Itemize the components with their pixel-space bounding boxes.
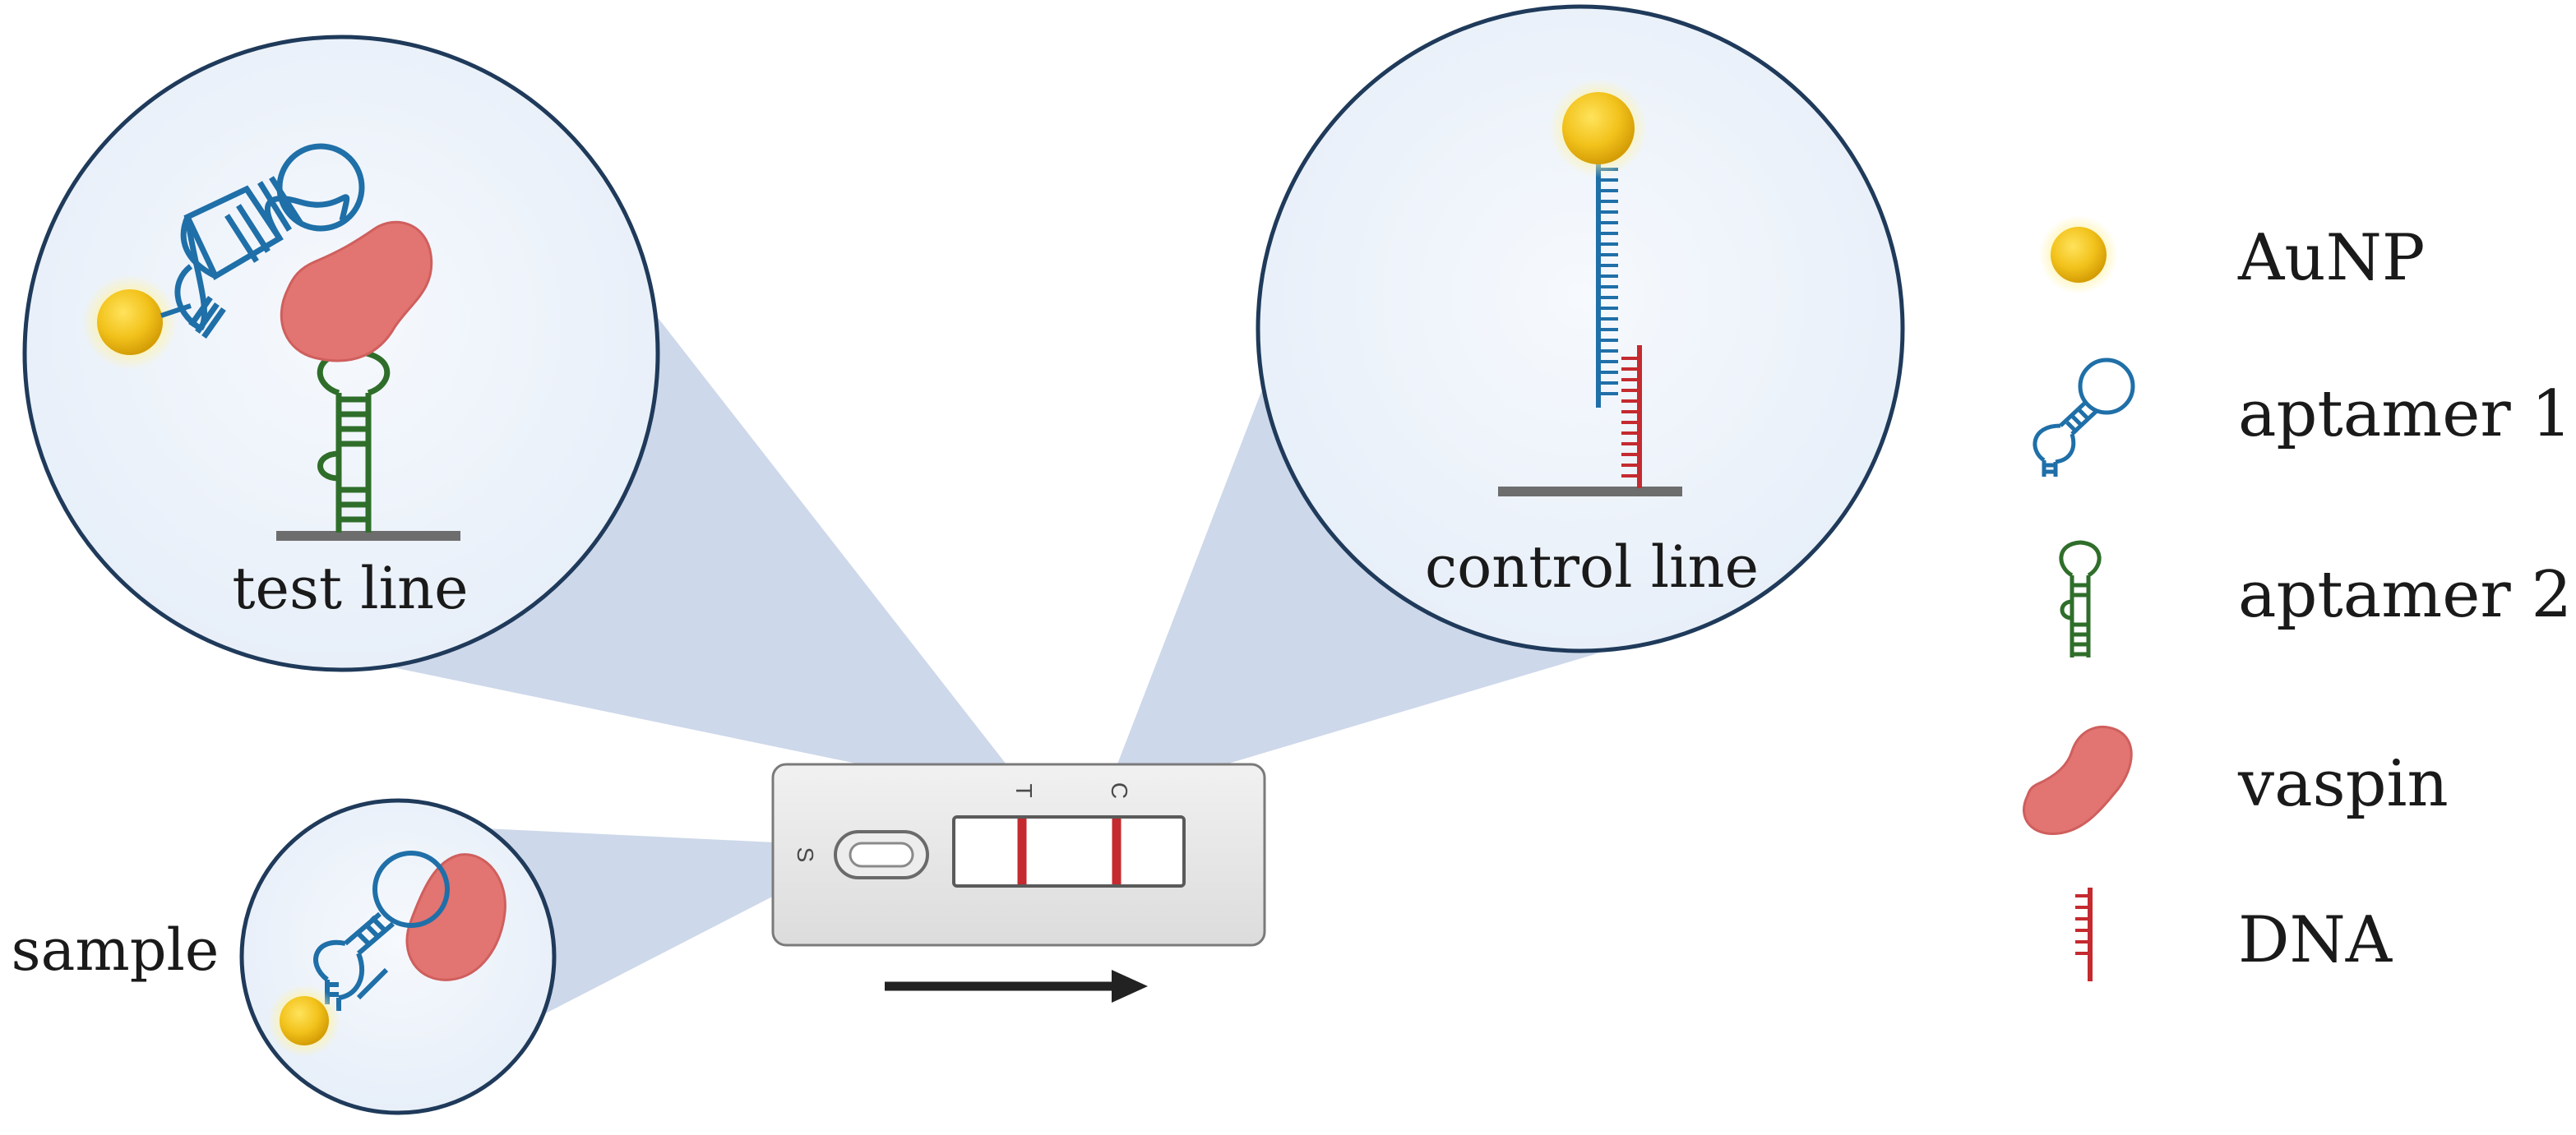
- aunp-sample: [280, 996, 329, 1045]
- aptamer-2-icon: [2059, 540, 2102, 657]
- projection-cones: [345, 312, 1612, 1019]
- flow-direction-arrow: [885, 970, 1148, 1003]
- aptamer-1-bound-test: [174, 143, 365, 339]
- control-line-label: control line: [1425, 533, 1759, 601]
- sample-cone: [485, 828, 860, 1019]
- control-line-callout: control line: [1256, 4, 1905, 653]
- legend: AuNP aptamer 1: [2023, 215, 2572, 981]
- control-mark-letter: C: [1107, 782, 1132, 799]
- test-cone: [345, 312, 1029, 794]
- legend-item-dna: DNA: [2075, 888, 2393, 981]
- aptamer-1-control-ticks: [1598, 168, 1618, 395]
- control-line-circle: [1256, 4, 1905, 653]
- legend-label-aptamer-2: aptamer 2: [2238, 558, 2572, 632]
- legend-item-vaspin: vaspin: [2023, 725, 2449, 835]
- control-cone: [1106, 353, 1612, 794]
- aunp-test: [97, 289, 163, 355]
- lateral-flow-strip: S T C: [771, 763, 1266, 947]
- legend-item-aptamer-1: aptamer 1: [2033, 358, 2572, 477]
- aptamer-1-icon: [2033, 358, 2135, 477]
- vaspin-protein-icon: [2023, 725, 2133, 835]
- sample-label: sample: [12, 916, 220, 984]
- legend-label-vaspin: vaspin: [2237, 747, 2449, 821]
- aunp-test-linker: [160, 303, 192, 318]
- dna-control-ticks: [1621, 357, 1639, 478]
- test-line-label: test line: [232, 555, 468, 622]
- legend-label-dna: DNA: [2238, 903, 2393, 977]
- aunp-control: [1562, 92, 1635, 164]
- test-line-callout: test line: [22, 35, 660, 672]
- legend-item-aunp: AuNP: [2039, 215, 2425, 295]
- legend-item-aptamer-2: aptamer 2: [2059, 540, 2572, 657]
- legend-label-aptamer-1: aptamer 1: [2238, 377, 2572, 451]
- sample-port-inner: [849, 842, 914, 868]
- sample-callout: sample: [12, 798, 557, 1115]
- vaspin-bound-test: [280, 220, 433, 362]
- sample-circle: [239, 798, 557, 1115]
- vaspin-sample: [405, 853, 506, 981]
- dna-strand-icon: [2075, 888, 2093, 981]
- test-mark-letter: T: [1011, 783, 1037, 797]
- aptamer-1-sample: [313, 851, 450, 1011]
- legend-label-aunp: AuNP: [2237, 221, 2425, 295]
- result-window: [952, 815, 1186, 888]
- sample-port-letter: S: [793, 847, 818, 863]
- gold-nanoparticle-icon: [2039, 215, 2118, 294]
